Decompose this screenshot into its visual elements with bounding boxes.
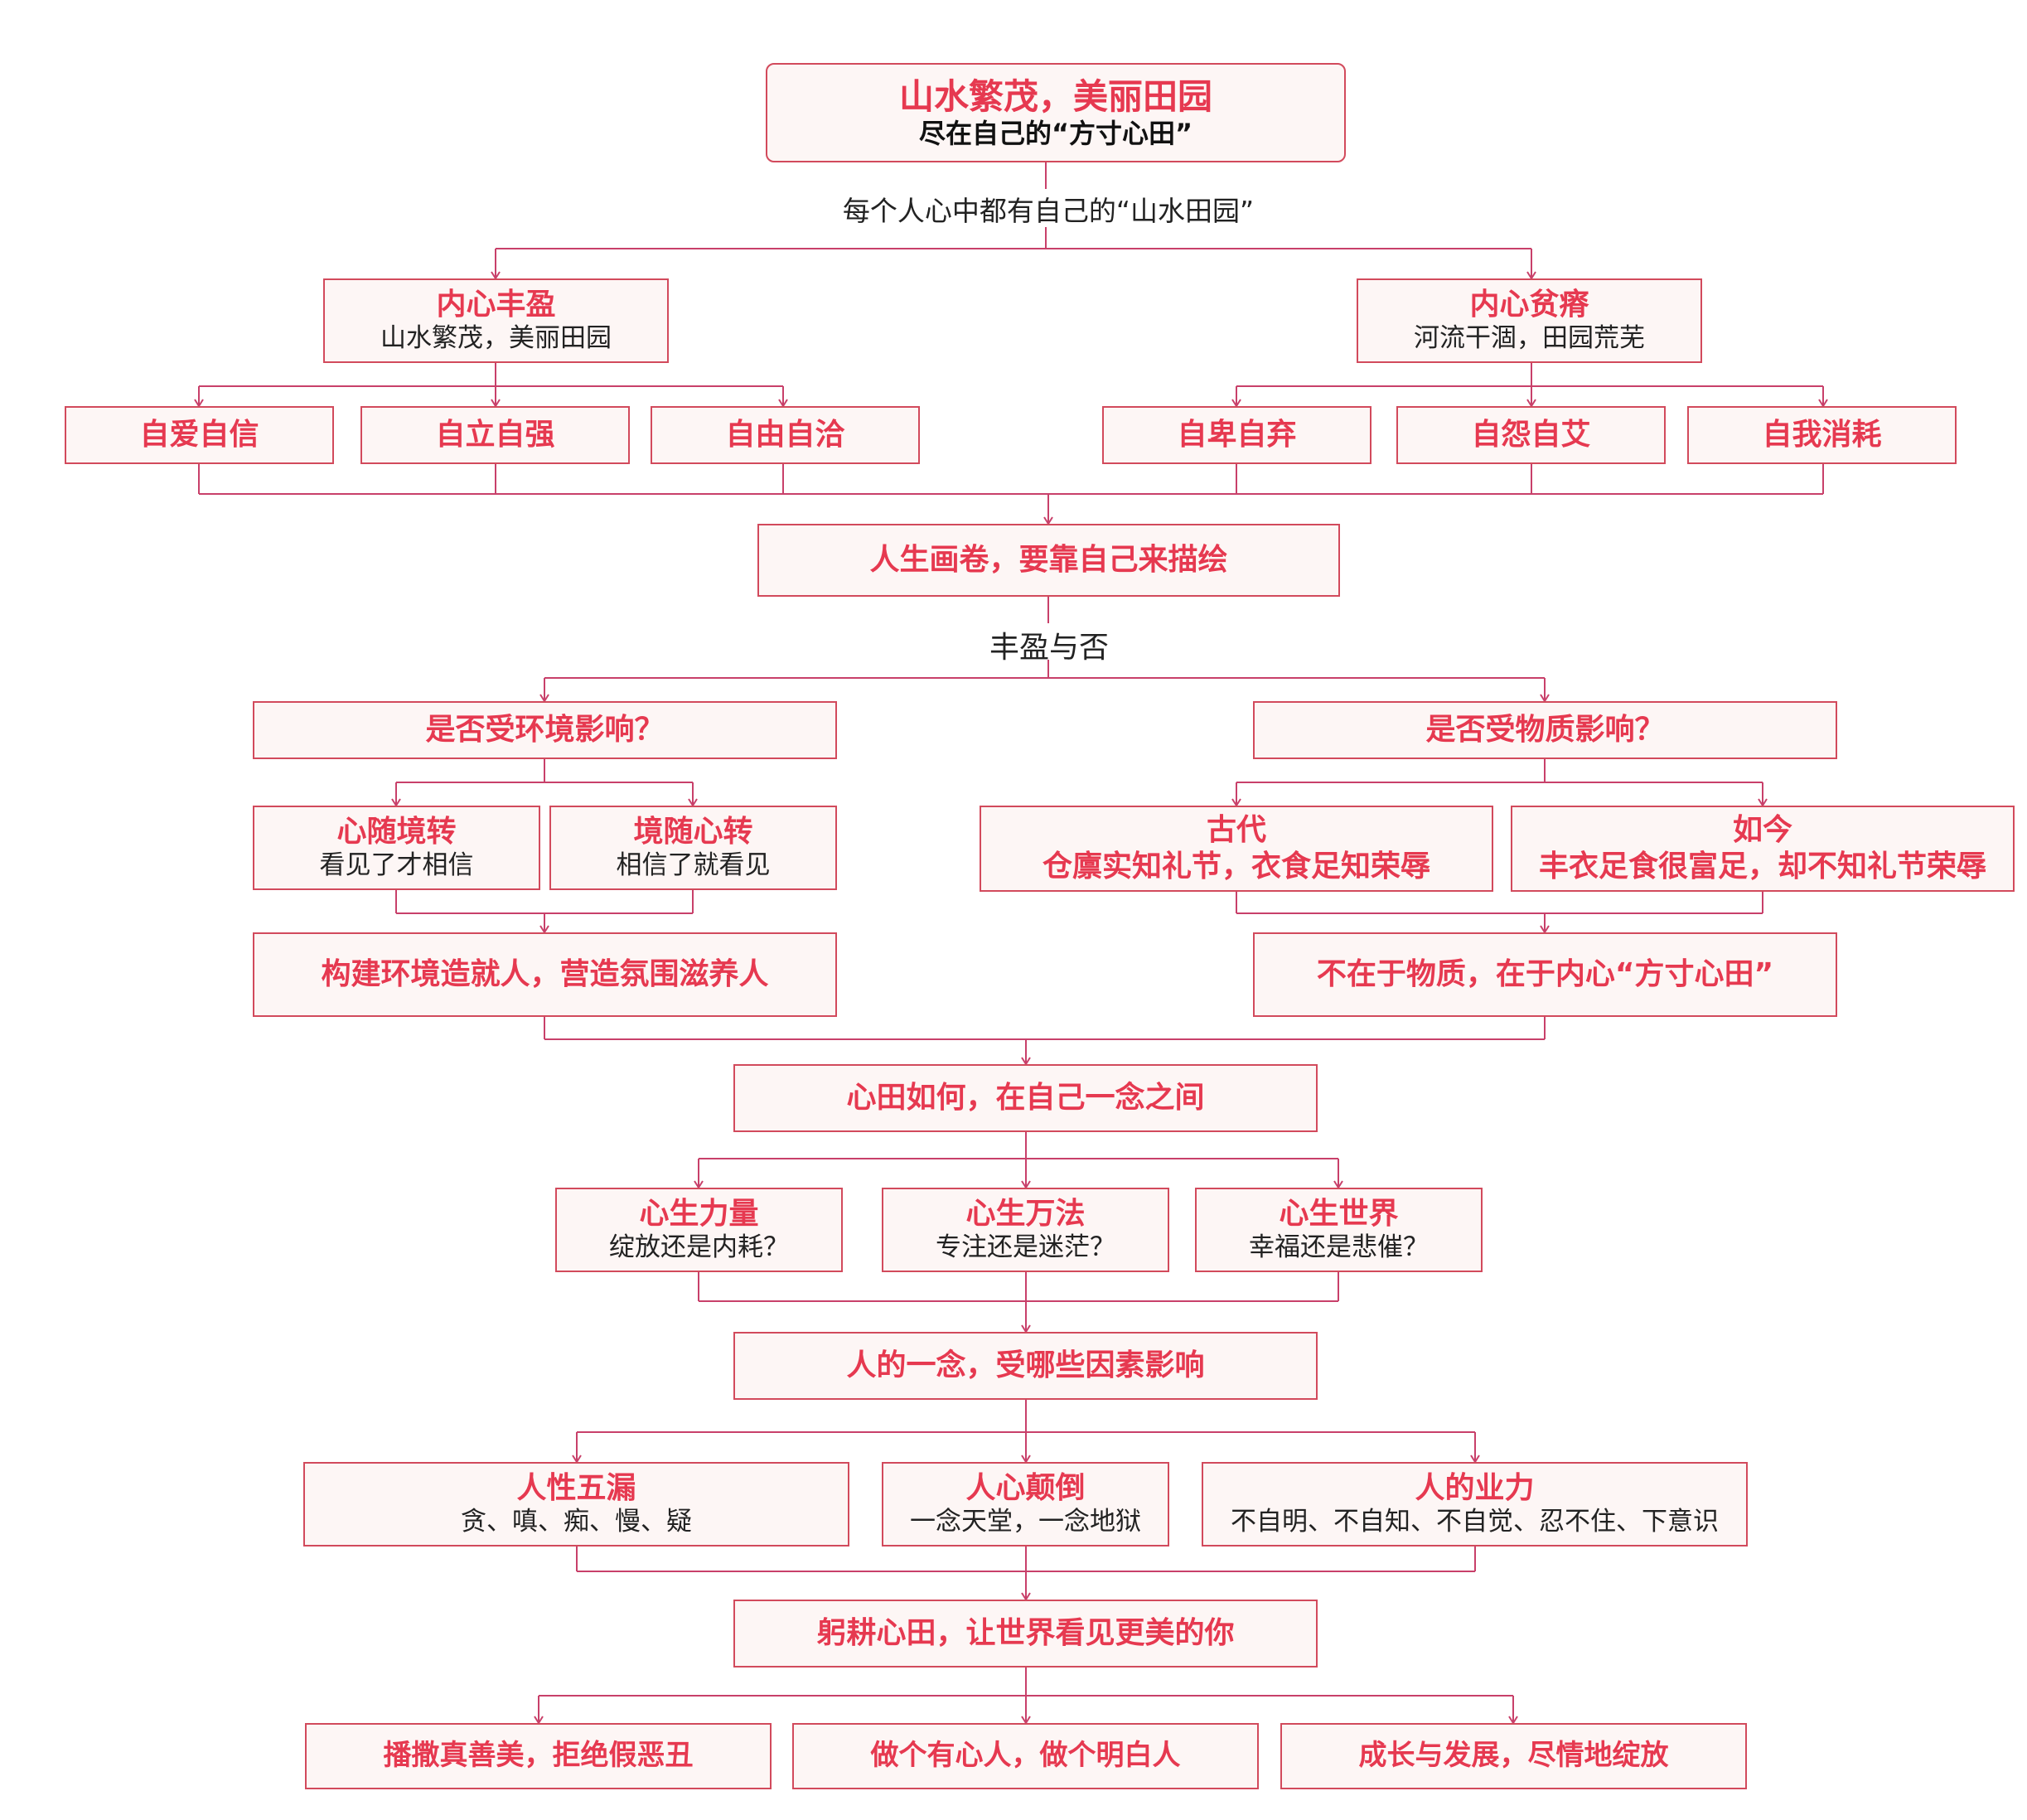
- node-material-conclusion: 不在于物质，在于内心“方寸心田”: [1253, 932, 1837, 1017]
- node-outcome-1: 播撒真善美，拒绝假恶丑: [305, 1723, 772, 1789]
- node-env-conclusion-title: 构建环境造就人，营造氛围滋养人: [321, 957, 769, 992]
- label-everyone-has-garden: 每个人心中都有自己的“山水田园”: [842, 195, 1255, 227]
- node-inner-poor-subtitle: 河流干涸，田园荒芜: [1414, 323, 1645, 354]
- node-inner-poor: 内心贫瘠 河流干涸，田园荒芜: [1357, 278, 1702, 363]
- node-power-2-subtitle: 专注还是迷茫？: [936, 1232, 1115, 1263]
- node-power-3: 心生世界 幸福还是悲催？: [1195, 1188, 1483, 1272]
- node-power-3-title: 心生世界: [1279, 1197, 1399, 1232]
- node-mind-follows-env-subtitle: 看见了才相信: [319, 850, 474, 881]
- node-virtue-2: 自立自强: [360, 406, 630, 464]
- node-ancient-subtitle: 仓廪实知礼节，衣食足知荣辱: [1042, 849, 1430, 883]
- node-outcome-2-title: 做个有心人，做个明白人: [870, 1739, 1181, 1773]
- node-vice-2: 自怨自艾: [1396, 406, 1666, 464]
- node-nowadays-subtitle: 丰衣足食很富足，却不知礼节荣辱: [1538, 849, 1986, 883]
- node-material-question: 是否受物质影响？: [1253, 701, 1837, 759]
- node-cultivate: 躬耕心田，让世界看见更美的你: [733, 1600, 1318, 1668]
- node-virtue-1: 自爱自信: [65, 406, 334, 464]
- node-heart-field-title: 心田如何，在自己一念之间: [846, 1081, 1205, 1116]
- root-node: 山水繁茂，美丽田园 尽在自己的“方寸心田”: [766, 63, 1346, 162]
- node-virtue-3: 自由自洽: [651, 406, 920, 464]
- node-outcome-3: 成长与发展，尽情地绽放: [1280, 1723, 1747, 1789]
- node-factor-3: 人的业力 不自明、不自知、不自觉、忍不住、下意识: [1202, 1462, 1748, 1547]
- node-factors-question: 人的一念，受哪些因素影响: [733, 1332, 1318, 1400]
- node-outcome-1-title: 播撒真善美，拒绝假恶丑: [383, 1739, 694, 1773]
- node-vice-1: 自卑自弃: [1102, 406, 1371, 464]
- label-rich-or-not: 丰盈与否: [989, 631, 1109, 665]
- node-virtue-2-title: 自立自强: [435, 418, 555, 453]
- node-env-follows-mind-subtitle: 相信了就看见: [616, 850, 771, 881]
- root-title: 山水繁茂，美丽田园: [898, 75, 1212, 117]
- node-factor-3-title: 人的业力: [1415, 1471, 1535, 1506]
- node-inner-poor-title: 内心贫瘠: [1469, 288, 1589, 322]
- node-heart-field: 心田如何，在自己一念之间: [733, 1064, 1318, 1132]
- node-virtue-1-title: 自爱自信: [139, 418, 259, 453]
- node-factor-1-title: 人性五漏: [516, 1471, 636, 1506]
- root-subtitle: 尽在自己的“方寸心田”: [918, 118, 1193, 150]
- node-life-scroll: 人生画卷，要靠自己来描绘: [757, 524, 1340, 597]
- node-virtue-3-title: 自由自洽: [725, 418, 845, 453]
- node-ancient-title: 古代: [1206, 813, 1266, 848]
- node-factors-question-title: 人的一念，受哪些因素影响: [846, 1348, 1205, 1383]
- node-power-1-subtitle: 绽放还是内耗？: [609, 1232, 789, 1263]
- node-power-2: 心生万法 专注还是迷茫？: [882, 1188, 1169, 1272]
- node-material-question-title: 是否受物质影响？: [1425, 713, 1665, 748]
- node-env-conclusion: 构建环境造就人，营造氛围滋养人: [253, 932, 837, 1017]
- node-env-question: 是否受环境影响？: [253, 701, 837, 759]
- node-nowadays-title: 如今: [1732, 813, 1792, 848]
- node-power-1-title: 心生力量: [639, 1197, 759, 1232]
- node-env-follows-mind-title: 境随心转: [633, 815, 753, 849]
- node-inner-rich: 内心丰盈 山水繁茂，美丽田园: [323, 278, 669, 363]
- node-vice-1-title: 自卑自弃: [1177, 418, 1297, 453]
- node-power-2-title: 心生万法: [965, 1197, 1086, 1232]
- node-vice-2-title: 自怨自艾: [1471, 418, 1591, 453]
- node-vice-3: 自我消耗: [1687, 406, 1957, 464]
- node-factor-2-subtitle: 一念天堂，一念地狱: [910, 1507, 1141, 1537]
- node-mind-follows-env: 心随境转 看见了才相信: [253, 806, 540, 890]
- node-life-scroll-title: 人生画卷，要靠自己来描绘: [869, 543, 1228, 578]
- node-factor-2: 人心颠倒 一念天堂，一念地狱: [882, 1462, 1169, 1547]
- node-inner-rich-subtitle: 山水繁茂，美丽田园: [380, 323, 612, 354]
- node-ancient: 古代 仓廪实知礼节，衣食足知荣辱: [980, 806, 1493, 892]
- node-factor-3-subtitle: 不自明、不自知、不自觉、忍不住、下意识: [1231, 1507, 1719, 1537]
- node-env-question-title: 是否受环境影响？: [425, 713, 665, 748]
- node-power-3-subtitle: 幸福还是悲催？: [1249, 1232, 1429, 1263]
- node-vice-3-title: 自我消耗: [1762, 418, 1882, 453]
- node-outcome-2: 做个有心人，做个明白人: [792, 1723, 1259, 1789]
- node-env-follows-mind: 境随心转 相信了就看见: [549, 806, 837, 890]
- node-nowadays: 如今 丰衣足食很富足，却不知礼节荣辱: [1511, 806, 2015, 892]
- node-inner-rich-title: 内心丰盈: [436, 288, 556, 322]
- node-factor-1-subtitle: 贪、嗔、痴、慢、疑: [461, 1507, 692, 1537]
- node-factor-1: 人性五漏 贪、嗔、痴、慢、疑: [303, 1462, 849, 1547]
- node-factor-2-title: 人心颠倒: [965, 1471, 1086, 1506]
- node-outcome-3-title: 成长与发展，尽情地绽放: [1358, 1739, 1669, 1773]
- node-power-1: 心生力量 绽放还是内耗？: [555, 1188, 843, 1272]
- node-mind-follows-env-title: 心随境转: [336, 815, 457, 849]
- node-cultivate-title: 躬耕心田，让世界看见更美的你: [816, 1616, 1235, 1651]
- node-material-conclusion-title: 不在于物质，在于内心“方寸心田”: [1316, 957, 1774, 992]
